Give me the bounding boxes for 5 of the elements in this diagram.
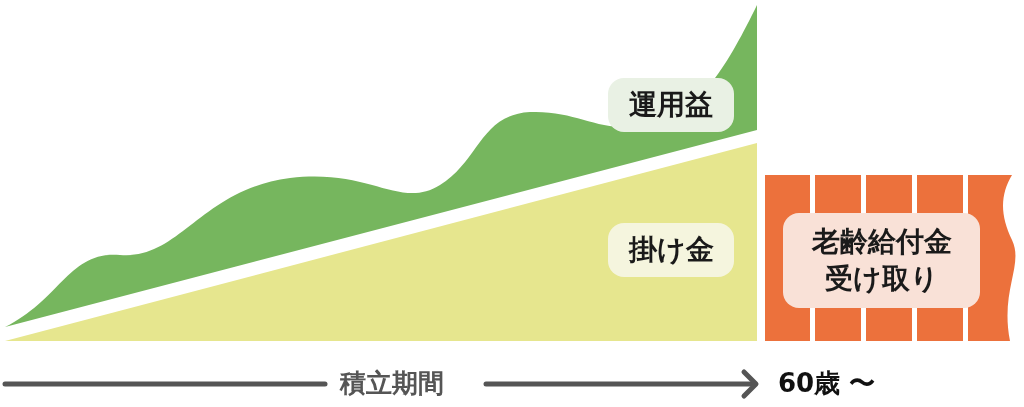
age-label: 60歳 〜 xyxy=(778,367,876,400)
axis-label: 積立期間 xyxy=(340,367,444,400)
label-box: 掛け金 xyxy=(608,223,734,277)
label-box: 運用益 xyxy=(608,78,734,132)
label-box: 老齢給付金受け取り xyxy=(783,213,980,308)
